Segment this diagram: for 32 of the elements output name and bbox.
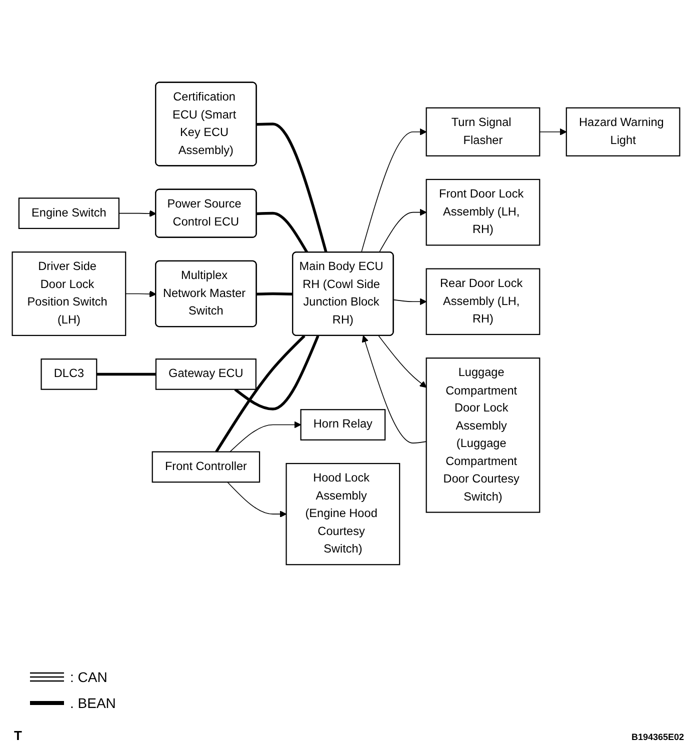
node-box: Rear Door Lock Assembly (LH, RH) — [426, 268, 540, 336]
node-box: Engine Switch — [18, 198, 120, 230]
arrow — [378, 336, 427, 388]
connector — [256, 212, 308, 254]
connector — [96, 372, 156, 376]
node-box: Hazard Warning Light — [566, 107, 680, 156]
node-box: Turn Signal Flasher — [426, 107, 540, 156]
connector — [215, 334, 306, 453]
arrow — [539, 128, 567, 136]
arrow — [393, 298, 427, 306]
arrow — [230, 421, 302, 452]
node-box: Driver Side Door Lock Position Switch (LH) — [12, 252, 126, 336]
arrow — [360, 128, 427, 253]
arrow — [227, 482, 287, 518]
legend-label: . BEAN — [70, 695, 116, 711]
arrow — [118, 210, 156, 217]
node-box: Luggage Compartment Door Lock Assembly (Luggage Compartment Door Courtesy Switch) — [426, 358, 540, 513]
node-box: Hood Lock Assembly (Engine Hood Courtesy Switch) — [286, 463, 400, 566]
connector — [234, 335, 320, 410]
legend-label: : CAN — [70, 669, 108, 685]
node-box: Front Controller — [152, 451, 260, 483]
arrow — [125, 290, 156, 298]
node-box: Front Door Lock Assembly (LH, RH) — [426, 178, 540, 246]
connector — [256, 122, 328, 253]
node-box: DLC3 — [40, 358, 98, 390]
node-box: Gateway ECU — [155, 358, 256, 390]
connector — [256, 292, 293, 296]
page-mark-label: T — [14, 728, 22, 743]
figure-code-label: B194365E02 — [631, 732, 684, 742]
arrow — [362, 335, 427, 444]
node-box: Horn Relay — [300, 409, 386, 440]
arrow — [378, 208, 427, 253]
